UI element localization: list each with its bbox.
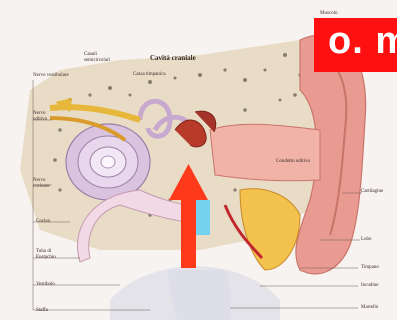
label-malleus: Martello <box>361 305 378 311</box>
label-cartilage: Cartilagine <box>361 189 383 195</box>
diagram-title: Cavità craniale <box>150 54 196 62</box>
label-ear-canal: Condotto uditivo <box>276 159 310 165</box>
label-tympanic-cavity: Cassa timpanica <box>133 72 166 78</box>
label-vestibule: Vestibolo <box>36 282 55 288</box>
ear-canal <box>210 124 320 181</box>
label-cochlear-nerve: Nervo cocleare <box>33 178 50 189</box>
label-top-right: Muscolo <box>320 11 338 17</box>
label-eardrum: Timpano <box>361 265 379 271</box>
red-banner: o. m <box>314 18 397 72</box>
label-auditory-nerve: Nervo uditivo <box>33 111 47 122</box>
label-eustachian-tube: Tuba di Eustachio <box>36 249 56 260</box>
banner-text: o. m <box>328 20 397 63</box>
label-cochlea: Coclea <box>36 219 50 225</box>
label-vestibular-nerve: Nervo vestibolare <box>33 73 69 79</box>
label-semicircular-canals: Canali semicircolari <box>84 52 110 63</box>
label-stapes: Staffa <box>36 308 48 314</box>
label-incus: Incudine <box>361 283 379 289</box>
label-lobule: Lobo <box>361 237 372 243</box>
